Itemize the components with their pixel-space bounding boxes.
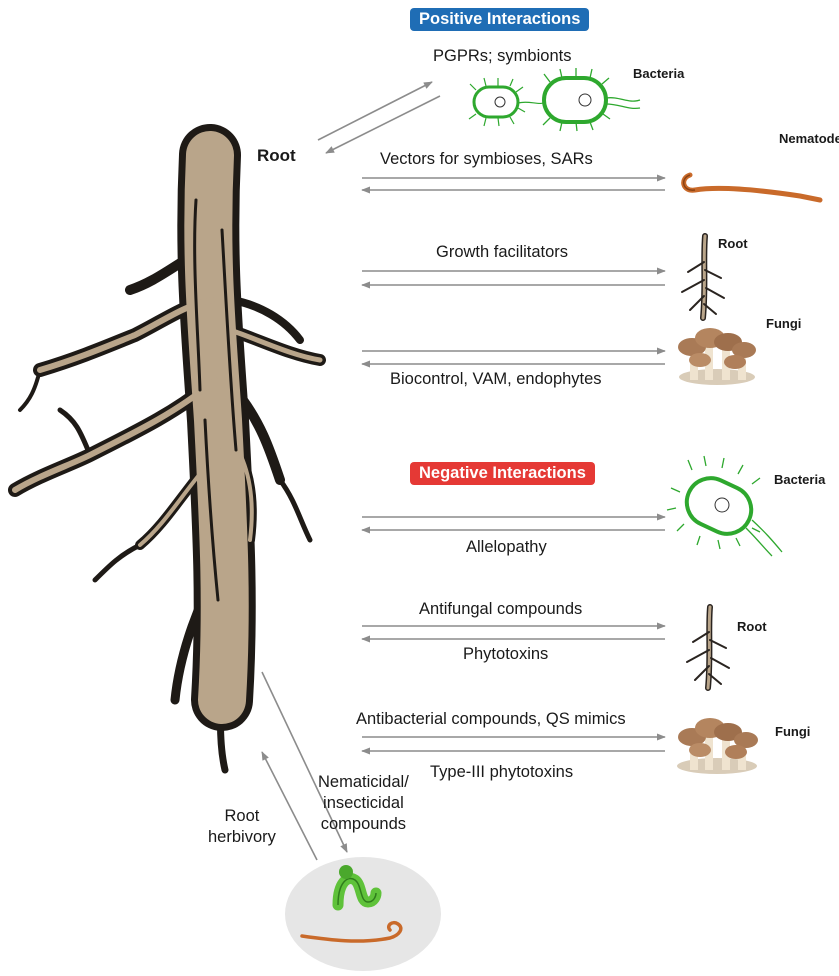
antibacterial-label: Antibacterial compounds, QS mimics [356, 710, 626, 729]
root-main-label: Root [257, 146, 296, 166]
root-pos-label: Root [718, 236, 748, 251]
bacteria-neg-label: Bacteria [774, 472, 825, 487]
positive-interactions-badge: Positive Interactions [410, 8, 589, 31]
bacteria-pos-label: Bacteria [633, 66, 684, 81]
nematode-label: Nematode [779, 131, 839, 146]
biocontrol-label: Biocontrol, VAM, endophytes [390, 370, 602, 389]
phytotoxins-label: Phytotoxins [463, 645, 548, 664]
insect-nematode-oval [285, 857, 441, 971]
arrow-to-bacteria [318, 82, 432, 140]
pgprs-label: PGPRs; symbionts [433, 47, 571, 66]
root-herbivory-label: Root herbivory [208, 806, 276, 848]
nematicidal-label: Nematicidal/ insecticidal compounds [318, 772, 409, 835]
type3-phytotoxins-label: Type-III phytotoxins [430, 763, 573, 782]
fungi-pos-label: Fungi [766, 316, 801, 331]
main-root-illustration [15, 155, 320, 770]
arrow-from-bacteria [326, 96, 440, 153]
mushroom-cluster-pos-icon [678, 328, 756, 385]
antifungal-label: Antifungal compounds [419, 600, 582, 619]
mushroom-cluster-neg-icon [677, 718, 758, 774]
growth-facilitators-label: Growth facilitators [436, 243, 568, 262]
fungi-neg-label: Fungi [775, 724, 810, 739]
allelopathy-label: Allelopathy [466, 538, 547, 557]
root-neg-label: Root [737, 619, 767, 634]
small-root-neg-icon [687, 607, 729, 688]
bacteria-pair-icon [469, 68, 640, 131]
vectors-label: Vectors for symbioses, SARs [380, 150, 593, 169]
nematode-icon [684, 175, 820, 200]
bacteria-neg-icon [667, 456, 782, 556]
negative-interactions-badge: Negative Interactions [410, 462, 595, 485]
